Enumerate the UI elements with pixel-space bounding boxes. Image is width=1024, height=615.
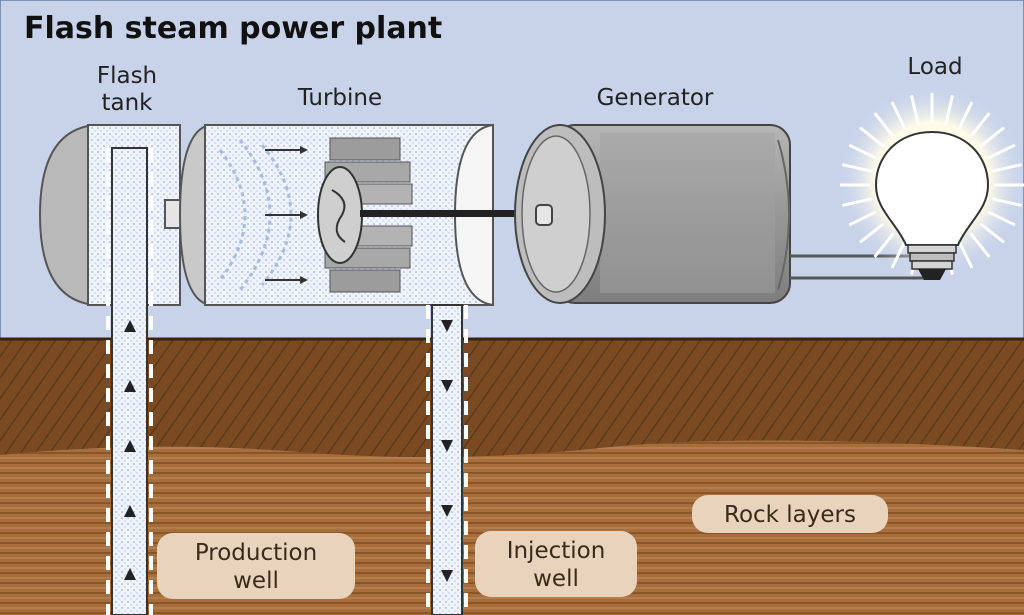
production-well-label: Production well xyxy=(157,533,355,599)
light-ray xyxy=(910,94,920,125)
production-flow-arrows xyxy=(124,320,136,580)
injection-well-label-line2: well xyxy=(533,566,579,592)
flash-tank-label-line2: tank xyxy=(101,90,153,116)
light-ray xyxy=(848,210,877,227)
light-ray xyxy=(987,143,1016,160)
light-ray xyxy=(979,126,1005,148)
light-ray xyxy=(987,210,1016,227)
light-ray xyxy=(859,126,885,148)
injection-flow-arrows xyxy=(441,320,453,582)
light-ray xyxy=(957,101,974,130)
light-ray xyxy=(957,240,974,269)
light-ray xyxy=(873,112,895,138)
injection-well-pipe xyxy=(426,304,468,615)
rock-layers-label: Rock layers xyxy=(692,495,888,533)
load-label: Load xyxy=(907,54,962,80)
light-ray xyxy=(873,232,895,258)
flash-tank-label-line1: Flash xyxy=(97,63,157,89)
turbine-label: Turbine xyxy=(297,85,382,111)
light-ray xyxy=(969,112,991,138)
light-ray xyxy=(848,143,877,160)
generator xyxy=(514,124,791,304)
light-ray xyxy=(890,240,907,269)
light-ray xyxy=(944,94,954,125)
light-ray xyxy=(841,197,872,207)
diagram-title: Flash steam power plant xyxy=(24,11,442,46)
production-well-label-line2: well xyxy=(233,568,279,594)
production-well-label-line1: Production xyxy=(195,540,317,566)
light-ray xyxy=(859,222,885,244)
turbine-rotor xyxy=(317,137,413,293)
light-ray xyxy=(841,163,872,173)
light-ray xyxy=(979,222,1005,244)
light-bulb-icon xyxy=(837,85,1024,280)
soil-layer xyxy=(0,338,1024,458)
light-ray xyxy=(969,232,991,258)
injection-well-label-line1: Injection xyxy=(507,538,606,564)
light-ray xyxy=(890,101,907,130)
light-ray xyxy=(992,197,1023,207)
injection-well-label: Injection well xyxy=(475,531,637,597)
rock-layers-label-text: Rock layers xyxy=(724,502,856,528)
light-ray xyxy=(992,163,1023,173)
turbine-shaft xyxy=(360,210,545,217)
generator-label: Generator xyxy=(597,85,714,111)
